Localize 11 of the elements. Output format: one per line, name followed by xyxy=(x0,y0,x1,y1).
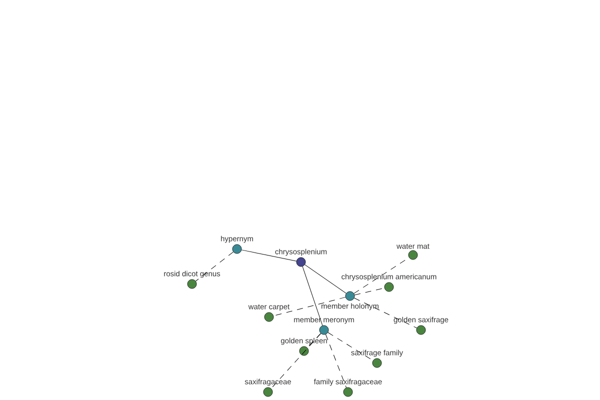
connector-line xyxy=(354,288,385,296)
connector-line xyxy=(304,264,346,294)
connector-line xyxy=(328,332,374,361)
connector-line xyxy=(302,266,323,326)
connector-line xyxy=(354,298,418,328)
connector-line xyxy=(273,296,346,316)
connector-line xyxy=(270,333,322,389)
connector-line xyxy=(195,252,234,282)
connector-line xyxy=(307,333,322,348)
connector-line xyxy=(241,250,297,262)
connector-line xyxy=(325,334,347,388)
